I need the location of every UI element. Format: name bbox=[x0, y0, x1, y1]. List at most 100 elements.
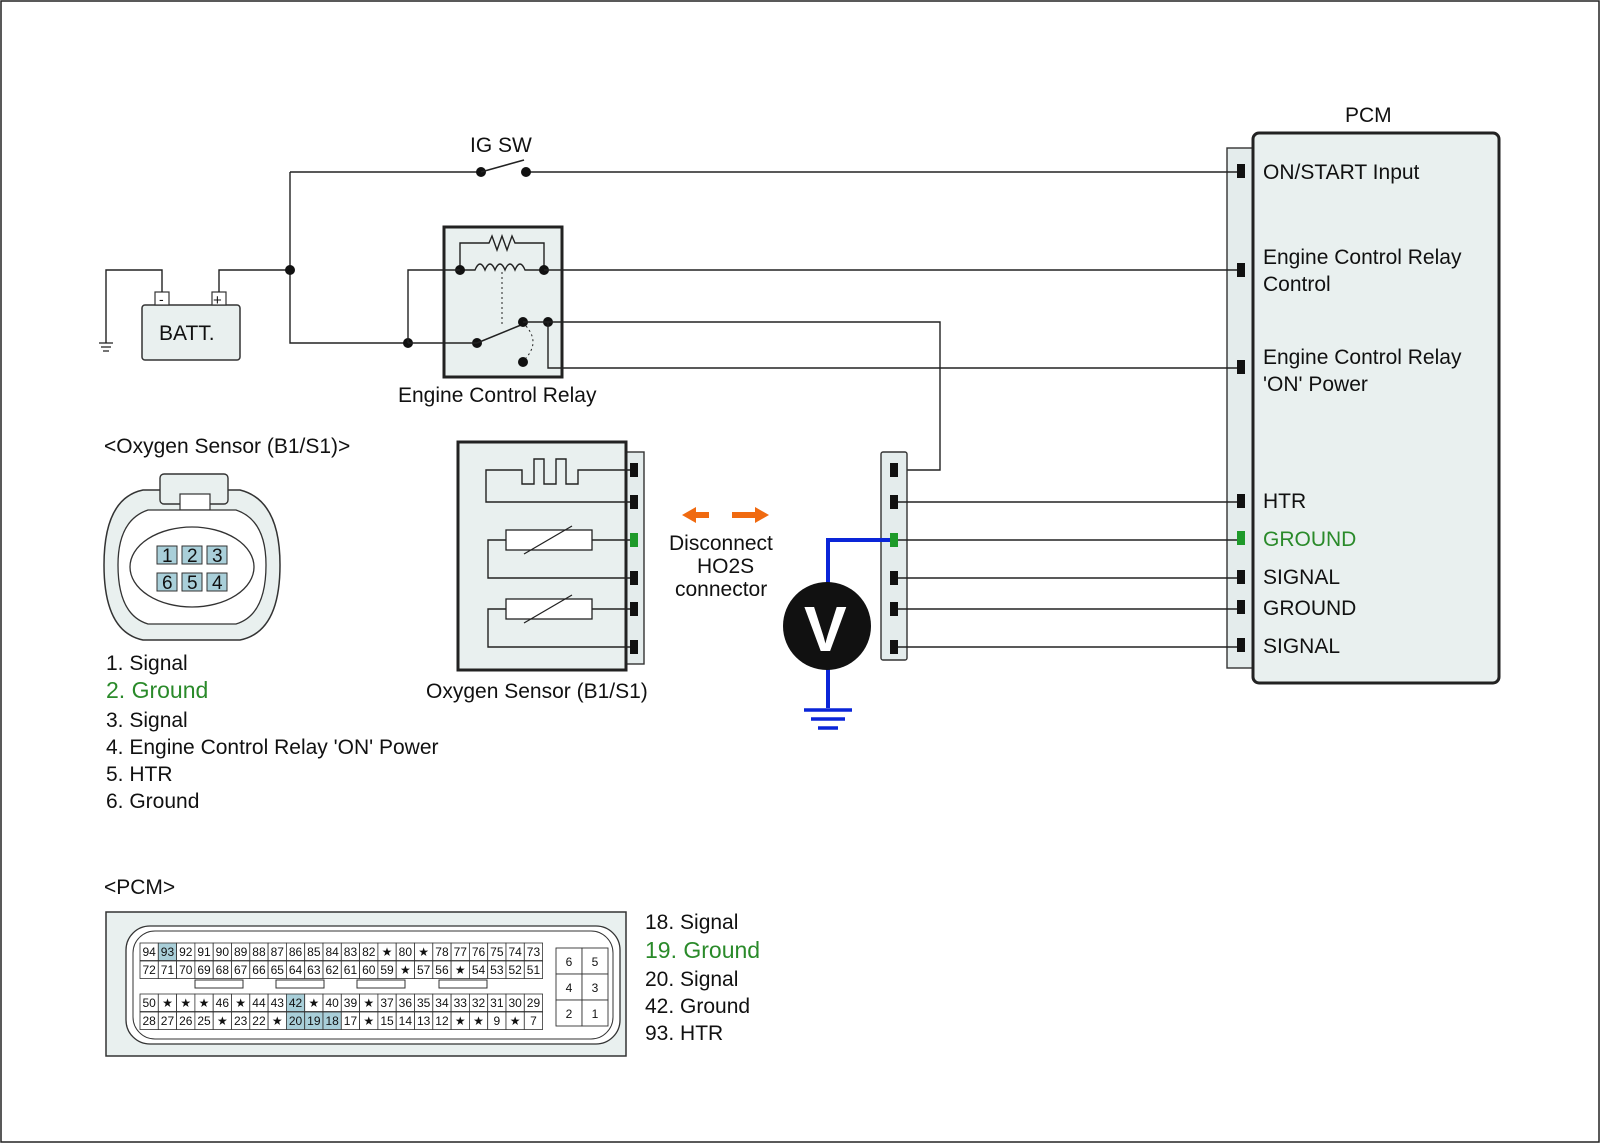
pcm-pin-label: 27 bbox=[161, 1014, 175, 1028]
power-supply: BATT. - + IG SW bbox=[99, 134, 1237, 361]
pcm-pin-label: 63 bbox=[307, 963, 321, 977]
pcm-pin-label: ★ bbox=[400, 963, 411, 977]
voltmeter-probe-lead bbox=[826, 538, 890, 708]
relay-switch-contact-nc bbox=[518, 357, 528, 367]
o2-legend-item: 4. Engine Control Relay 'ON' Power bbox=[106, 736, 439, 759]
o2-connector-face: <Oxygen Sensor (B1/S1)> 1 2 3 6 5 4 1. S… bbox=[103, 435, 439, 813]
pcm-pin-label: ★ bbox=[162, 996, 173, 1010]
pcm-legend-item: 42. Ground bbox=[645, 995, 750, 1018]
pcm-pin-label: 72 bbox=[142, 963, 156, 977]
pcm-pin-signal-2 bbox=[1237, 638, 1245, 652]
chassis-ground-symbol bbox=[99, 342, 113, 352]
pcm-pin-label: 74 bbox=[508, 945, 522, 959]
pcm-pin-label: ★ bbox=[510, 1014, 521, 1028]
pcm-pin-label: 66 bbox=[252, 963, 266, 977]
pcm-pin-label: 50 bbox=[142, 996, 156, 1010]
pcm-pin-ground bbox=[1237, 600, 1245, 614]
pcm-pin-htr bbox=[1237, 494, 1245, 508]
o2-legend-item: 1. Signal bbox=[106, 652, 188, 675]
pcm-pin-label: 89 bbox=[234, 945, 248, 959]
pcm-pin-label: 34 bbox=[435, 996, 449, 1010]
pcm-small-pin-label: 2 bbox=[566, 1007, 573, 1021]
pcm-pin-label: 12 bbox=[435, 1014, 449, 1028]
pcm-pin-label: 59 bbox=[380, 963, 394, 977]
pcm-pin-label: ★ bbox=[272, 1014, 283, 1028]
harness-pin bbox=[890, 463, 898, 477]
o2-sensor-label: Oxygen Sensor (B1/S1) bbox=[426, 680, 648, 703]
o2-connector-latch-inner bbox=[179, 493, 211, 511]
o2-connector-pin-area bbox=[129, 526, 255, 608]
pcm-key-slot bbox=[275, 979, 325, 989]
o2-pin-cell bbox=[206, 572, 228, 592]
pcm-pin-label: 77 bbox=[454, 945, 468, 959]
pcm-terminal-ecr-control-line1: Engine Control Relay bbox=[1263, 246, 1462, 269]
o2-pin-label: 5 bbox=[187, 573, 198, 594]
disconnect-label-2: HO2S bbox=[697, 555, 754, 578]
battery-ground-wire bbox=[105, 269, 163, 343]
relay-feed-wires bbox=[407, 269, 477, 344]
pcm-pin-label: 69 bbox=[197, 963, 211, 977]
pcm-pin-label: 46 bbox=[216, 996, 230, 1010]
pcm-pin-label: ★ bbox=[382, 945, 393, 959]
pcm-pin-label: 22 bbox=[252, 1014, 266, 1028]
pcm-small-pin-label: 3 bbox=[592, 981, 599, 995]
pcm-pin-on-start bbox=[1237, 164, 1245, 178]
battery-plus-label: + bbox=[213, 292, 222, 309]
pcm-pin-label: ★ bbox=[473, 1014, 484, 1028]
pcm-small-pin-cell bbox=[555, 947, 583, 975]
pcm-pin-label: 42 bbox=[289, 996, 303, 1010]
pcm-pin-label: 82 bbox=[362, 945, 376, 959]
pcm-pin-label: 57 bbox=[417, 963, 431, 977]
relay-switch-arm bbox=[476, 324, 522, 344]
pcm-small-pin-label: 6 bbox=[566, 955, 573, 969]
pcm-legend-item: 93. HTR bbox=[645, 1022, 723, 1045]
o2-pin-cell bbox=[156, 545, 178, 565]
o2-legend-item: 3. Signal bbox=[106, 709, 188, 732]
pcm-pin-label: 7 bbox=[530, 1014, 537, 1028]
harness-pin bbox=[890, 640, 898, 654]
relay-output-wires bbox=[523, 321, 1237, 471]
right-arrow-icon bbox=[732, 507, 769, 523]
harness-pin bbox=[890, 495, 898, 509]
pcm-key-slot bbox=[194, 979, 244, 989]
pcm-terminal-ecr-power-line2: 'ON' Power bbox=[1263, 373, 1368, 396]
o2-sensor-cell-2-wires bbox=[487, 608, 632, 648]
ig-sw-label: IG SW bbox=[470, 134, 532, 157]
pcm-legend-item: 19. Ground bbox=[645, 937, 760, 963]
o2-sensor-pin bbox=[630, 463, 638, 477]
pcm-pin-label: 83 bbox=[344, 945, 358, 959]
pcm-pin-label: 39 bbox=[344, 996, 358, 1010]
o2-pin-label: 1 bbox=[162, 546, 173, 567]
pcm-pin-label: 15 bbox=[380, 1014, 394, 1028]
pcm-pin-label: 62 bbox=[325, 963, 339, 977]
pcm-pin-label: 56 bbox=[435, 963, 449, 977]
pcm-pin-label: 60 bbox=[362, 963, 376, 977]
pcm-pin-label: 94 bbox=[142, 945, 156, 959]
ig-sw-contact bbox=[521, 167, 531, 177]
harness-pin bbox=[890, 602, 898, 616]
pcm-pin-label: 14 bbox=[399, 1014, 413, 1028]
pcm-pin-label: ★ bbox=[363, 996, 374, 1010]
pcm-connector-strip bbox=[1226, 147, 1256, 669]
o2-legend-item: 6. Ground bbox=[106, 790, 199, 813]
pcm-pin-label: 61 bbox=[344, 963, 358, 977]
pcm-pin-label: 71 bbox=[161, 963, 175, 977]
pcm-pin-cell bbox=[523, 1011, 543, 1030]
relay-coil bbox=[460, 263, 544, 272]
pcm-box bbox=[1251, 131, 1501, 685]
pcm-pin-label: 84 bbox=[325, 945, 339, 959]
o2-pin-label: 2 bbox=[187, 546, 198, 567]
o2-pin-label: 4 bbox=[212, 573, 223, 594]
pcm-connector-inner-2 bbox=[132, 930, 614, 1040]
pcm-pin-cell bbox=[523, 960, 543, 979]
pcm-pin-label: 91 bbox=[197, 945, 211, 959]
pcm-pin-label: 36 bbox=[399, 996, 413, 1010]
pcm-pin-label: 65 bbox=[271, 963, 285, 977]
pcm-pin-label: 18 bbox=[325, 1014, 339, 1028]
o2-pin-label: 3 bbox=[212, 546, 223, 567]
pcm-pin-label: 26 bbox=[179, 1014, 193, 1028]
left-arrow-icon bbox=[682, 507, 709, 523]
